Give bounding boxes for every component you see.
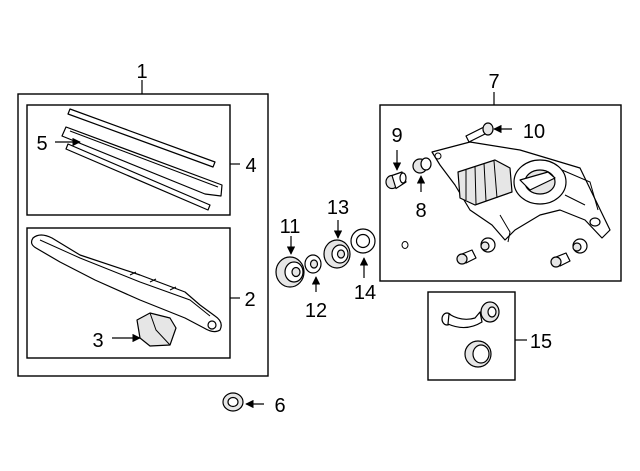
assembly-frame — [17, 93, 269, 377]
washer-12 — [304, 254, 322, 274]
arm-box — [26, 227, 231, 359]
grommet-11 — [275, 256, 305, 288]
wiper-motor-group — [379, 92, 622, 282]
callout-1: 1 — [136, 61, 147, 83]
callout-13: 13 — [327, 197, 349, 219]
wiper-arm-assembly-group — [17, 80, 269, 377]
seal-ring — [464, 340, 492, 368]
wiper-arm — [30, 234, 222, 333]
callout-8: 8 — [415, 200, 426, 222]
wiper-motor — [431, 141, 611, 243]
seal-kit-frame — [427, 291, 516, 381]
blade-box — [26, 104, 231, 216]
motor-clip — [401, 241, 409, 249]
motor-bolt-b — [480, 237, 496, 253]
callout-3: 3 — [92, 330, 103, 352]
callout-14: 14 — [354, 282, 376, 304]
callout-10: 10 — [523, 121, 545, 143]
callout-6: 6 — [274, 395, 285, 417]
callout-7: 7 — [488, 71, 499, 93]
callout-15: 15 — [530, 331, 552, 353]
callout-2: 2 — [244, 289, 255, 311]
grommet-8 — [412, 157, 432, 174]
callout-5: 5 — [36, 133, 47, 155]
motor-bolt-c — [550, 252, 571, 268]
callout-9: 9 — [391, 125, 402, 147]
arm-cap — [136, 312, 177, 347]
hose-seal — [441, 301, 500, 329]
wiper-blade-insert — [61, 108, 223, 211]
motor-frame — [379, 104, 622, 282]
bolt-9 — [385, 171, 407, 190]
seal-kit-group — [427, 291, 527, 381]
bolt-10 — [465, 122, 494, 143]
bushing-13 — [323, 239, 351, 269]
callout-4: 4 — [245, 155, 256, 177]
washer-14 — [350, 228, 376, 254]
motor-bolt-a — [456, 249, 477, 265]
nut-6 — [222, 392, 244, 412]
callout-11: 11 — [280, 216, 301, 238]
callout-12: 12 — [305, 300, 327, 322]
motor-bolt-d — [572, 238, 588, 254]
